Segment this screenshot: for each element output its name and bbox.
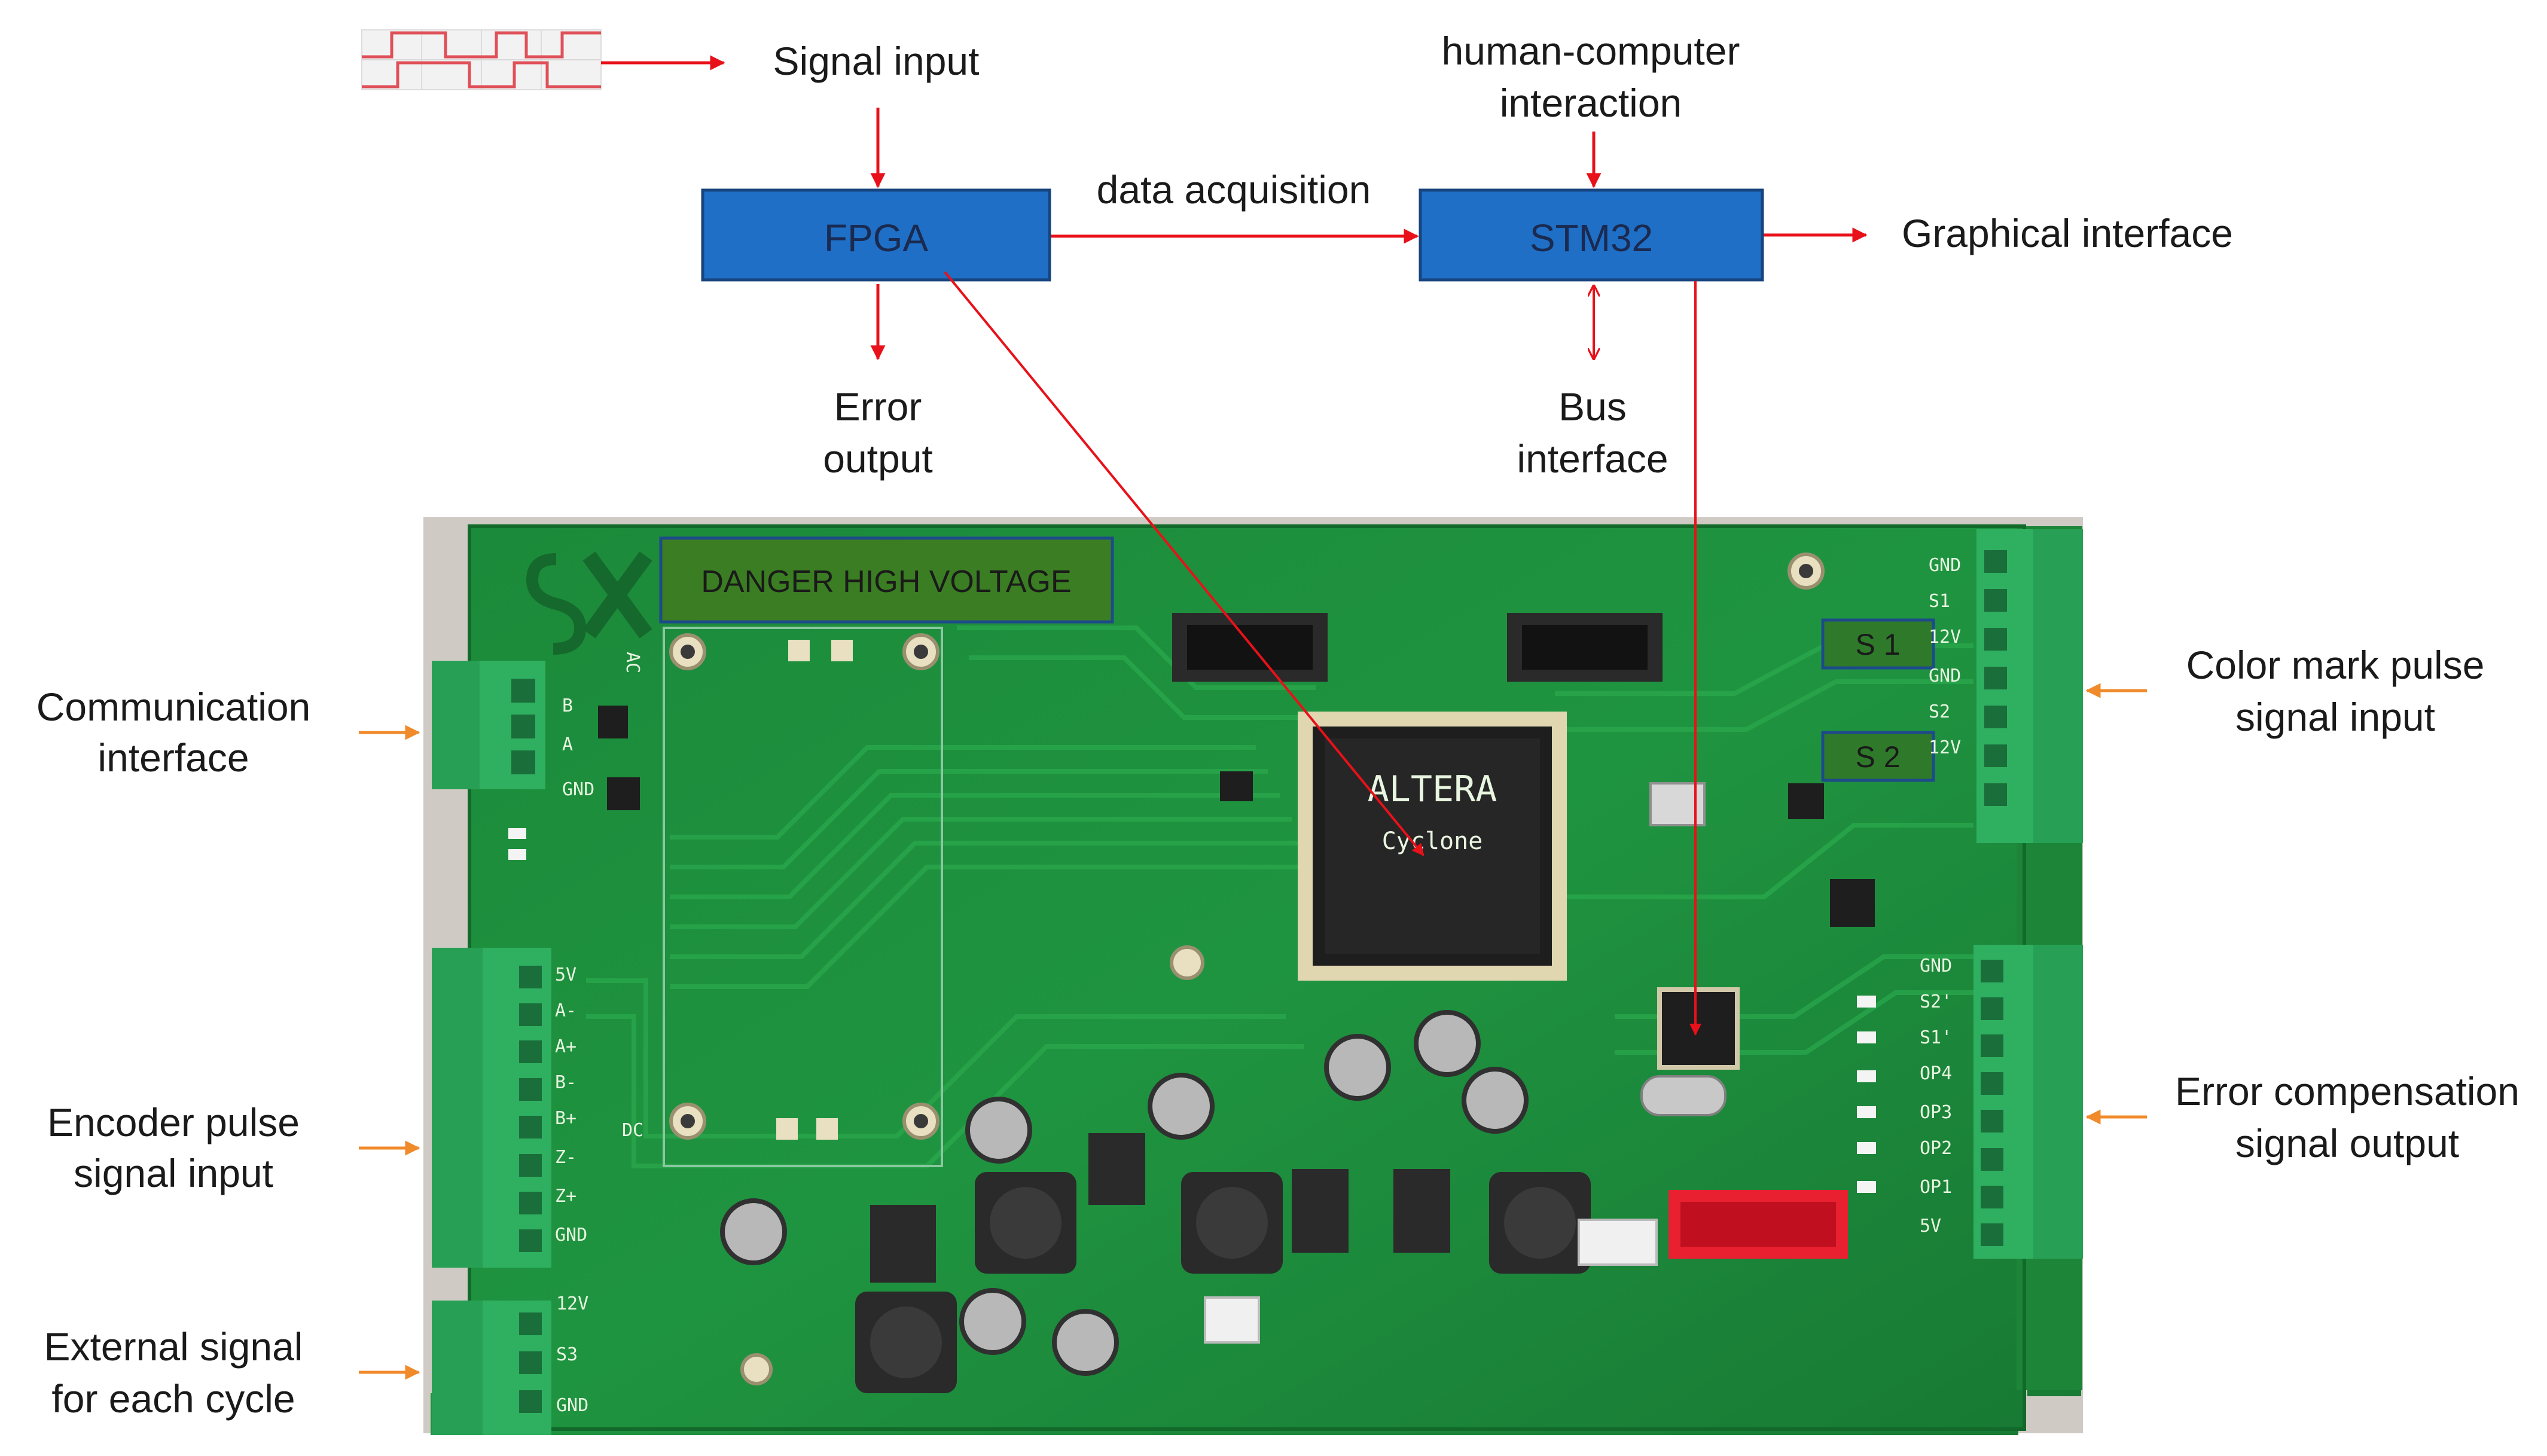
s1-tag: S 1: [1821, 618, 1935, 670]
status-leds: [508, 828, 1876, 1193]
mounting-holes: [669, 553, 1825, 1385]
color-mark-label-line2: signal input: [2235, 695, 2435, 739]
svg-text:12V: 12V: [556, 1293, 588, 1314]
svg-text:OP1: OP1: [1920, 1177, 1952, 1198]
communication-terminal: [432, 661, 545, 789]
danger-tag-text: DANGER HIGH VOLTAGE: [701, 564, 1071, 599]
color-mark-terminal: [1976, 529, 2083, 843]
fpga-chip: ALTERA Cyclone: [1298, 712, 1567, 981]
svg-text:Z-: Z-: [555, 1147, 576, 1168]
svg-text:OP4: OP4: [1920, 1063, 1952, 1084]
svg-text:OP3: OP3: [1920, 1102, 1952, 1123]
communication-label-line1: Communication: [36, 685, 311, 729]
stm32-chip: [1657, 987, 1740, 1070]
svg-text:5V: 5V: [555, 964, 576, 985]
svg-text:B: B: [562, 695, 573, 716]
error-compensation-callout: Error compensation signal output: [2085, 1069, 2519, 1165]
color-mark-callout: Color mark pulse signal input: [2085, 643, 2485, 739]
encoder-callout: Encoder pulse signal input: [47, 1100, 420, 1195]
stm32-label: STM32: [1530, 216, 1653, 260]
arrow-fpga-block-to-chip: [944, 271, 1425, 856]
error-comp-label-line1: Error compensation: [2175, 1069, 2519, 1113]
error-output-line1: Error: [834, 384, 922, 429]
s2-tag: S 2: [1821, 731, 1935, 782]
error-compensation-terminal: [1973, 945, 2083, 1259]
hci-label-line1: human-computer: [1442, 29, 1740, 73]
svg-text:S3: S3: [556, 1344, 578, 1365]
encoder-label-line1: Encoder pulse: [47, 1100, 300, 1144]
svg-text:GND: GND: [1929, 555, 1961, 576]
fpga-label: FPGA: [824, 216, 929, 260]
stm32-block: STM32: [1419, 188, 1764, 282]
bus-interface-line2: interface: [1517, 437, 1668, 481]
communication-interface-callout: Communication interface: [36, 685, 420, 780]
waveform-icon: [361, 29, 602, 90]
svg-text:ALTERA: ALTERA: [1368, 768, 1497, 810]
svg-text:S2': S2': [1920, 991, 1952, 1012]
bus-interface-line1: Bus: [1558, 384, 1627, 429]
svg-text:AC: AC: [622, 652, 643, 673]
s1-text: S 1: [1855, 628, 1900, 661]
svg-text:A-: A-: [555, 1000, 576, 1021]
silkscreen-text: AC DC B A GND 5V A- A+ B- B+ Z- Z+ GND 1…: [555, 555, 1961, 1416]
encoder-terminal: [432, 948, 551, 1268]
svg-text:12V: 12V: [1929, 627, 1961, 648]
svg-text:GND: GND: [1929, 666, 1961, 686]
external-signal-callout: External signal for each cycle: [44, 1324, 420, 1421]
svg-text:DC: DC: [622, 1120, 643, 1141]
error-output-line2: output: [823, 437, 933, 481]
svg-text:OP2: OP2: [1920, 1138, 1952, 1159]
svg-text:5V: 5V: [1920, 1216, 1941, 1237]
error-comp-label-line2: signal output: [2235, 1121, 2459, 1165]
svg-text:B+: B+: [555, 1108, 576, 1129]
graphical-interface-label: Graphical interface: [1902, 211, 2233, 255]
sx-logo-icon: [526, 551, 652, 655]
hci-label-line2: interaction: [1500, 81, 1682, 125]
high-voltage-zone: [663, 627, 943, 1167]
color-mark-label-line1: Color mark pulse: [2186, 643, 2485, 687]
power-components: [720, 1010, 1591, 1393]
svg-text:Cyclone: Cyclone: [1382, 828, 1483, 855]
svg-text:S2: S2: [1929, 701, 1950, 722]
signal-input-label: Signal input: [773, 39, 980, 83]
svg-text:B-: B-: [555, 1072, 576, 1093]
svg-text:Z+: Z+: [555, 1186, 576, 1207]
svg-text:GND: GND: [1920, 956, 1952, 976]
svg-text:S1: S1: [1929, 591, 1950, 612]
external-label-line1: External signal: [44, 1324, 303, 1369]
dip-switch: [1668, 1190, 1848, 1259]
encoder-label-line2: signal input: [74, 1151, 273, 1195]
svg-text:12V: 12V: [1929, 737, 1961, 758]
svg-text:GND: GND: [562, 779, 594, 800]
svg-text:GND: GND: [556, 1395, 588, 1416]
external-label-line2: for each cycle: [51, 1376, 295, 1421]
communication-label-line2: interface: [97, 735, 249, 780]
svg-text:A+: A+: [555, 1036, 576, 1057]
data-acquisition-label: data acquisition: [1097, 167, 1371, 212]
pcb-board: DANGER HIGH VOLTAGE ALTERA Cyclone: [423, 517, 2083, 1435]
external-signal-terminal: [432, 1301, 551, 1435]
s2-text: S 2: [1855, 740, 1900, 774]
danger-high-voltage-tag: DANGER HIGH VOLTAGE: [659, 536, 1114, 624]
svg-text:S1': S1': [1920, 1027, 1952, 1048]
svg-text:A: A: [562, 734, 573, 755]
fpga-block: FPGA: [701, 188, 1051, 282]
svg-text:GND: GND: [555, 1225, 587, 1246]
